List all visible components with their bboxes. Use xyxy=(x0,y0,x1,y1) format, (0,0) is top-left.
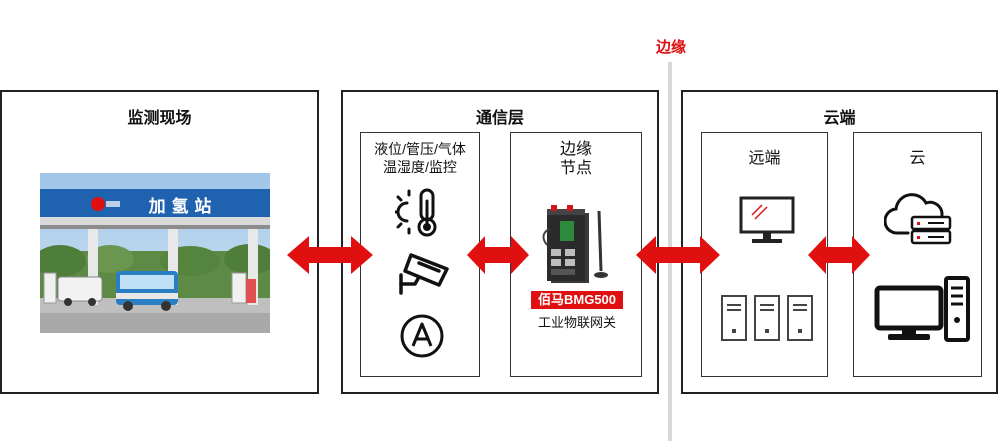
cloud-sub-panel: 云 xyxy=(853,132,982,377)
cloud-storage-icon xyxy=(884,193,952,245)
industrial-gateway-device xyxy=(542,205,608,283)
remote-title: 远端 xyxy=(748,150,781,167)
edge-node-panel: 边缘 节点 xyxy=(510,132,642,377)
desktop-computer-icon xyxy=(874,276,970,342)
monitor-icon xyxy=(739,196,795,243)
surveillance-camera-icon xyxy=(399,253,449,295)
product-caption: 工业物联网关 xyxy=(537,315,616,330)
thermometer-sun-icon xyxy=(395,188,437,237)
remote-panel: 远端 xyxy=(701,132,828,377)
site-panel: 监测现场 加 氢 站 xyxy=(0,90,319,394)
double-arrow-icon xyxy=(287,236,373,274)
station-sign-text: 加 氢 站 xyxy=(148,196,212,217)
edge-label: 边缘 xyxy=(655,39,686,56)
double-arrow-icon xyxy=(808,236,870,274)
sensors-label-line1: 液位/管压/气体 xyxy=(374,141,466,157)
edge-node-label-line1: 边缘 xyxy=(559,141,592,158)
edge-node-label-line2: 节点 xyxy=(559,160,592,177)
hydrogen-station-photo: 加 氢 站 xyxy=(40,173,270,333)
sensors-label-line2: 温湿度/监控 xyxy=(383,159,457,175)
comm-title: 通信层 xyxy=(475,110,524,127)
product-badge: 佰马BMG500 xyxy=(531,291,623,309)
cloud-sub-title: 云 xyxy=(909,150,926,167)
site-title: 监测现场 xyxy=(127,110,192,127)
double-arrow-icon xyxy=(467,236,529,274)
sensors-panel: 液位/管压/气体 温湿度/监控 xyxy=(360,132,480,377)
server-tower-icon xyxy=(721,295,813,341)
circled-a-icon xyxy=(400,314,444,358)
cloud-title: 云端 xyxy=(823,110,856,127)
double-arrow-icon xyxy=(636,236,720,274)
